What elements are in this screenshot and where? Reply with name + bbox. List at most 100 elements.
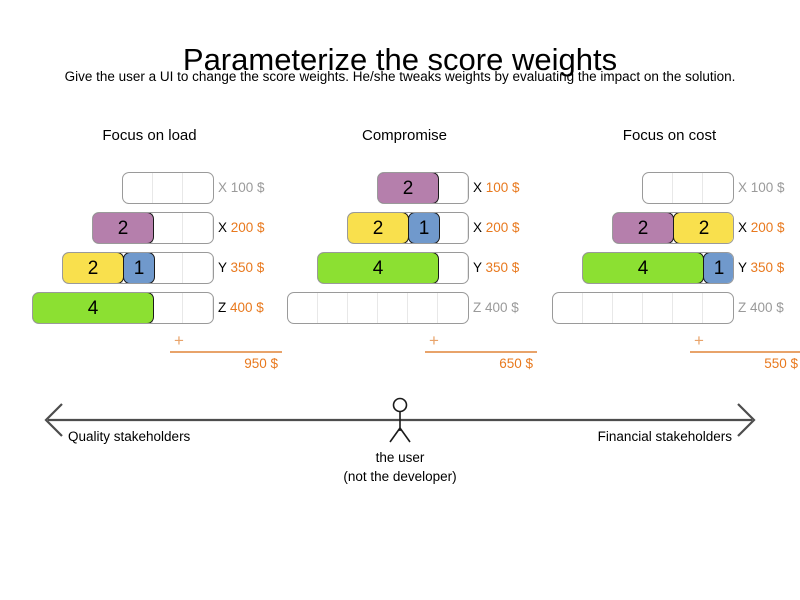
axis-arrow-icon (44, 397, 756, 443)
row-cost: 350 $ (230, 260, 265, 275)
weight-slider-cell[interactable] (153, 253, 183, 283)
weight-segment-green[interactable]: 4 (318, 253, 439, 283)
weight-slider-cell[interactable] (408, 293, 438, 323)
weight-slider-cell[interactable] (153, 213, 183, 243)
weight-slider-cell[interactable] (183, 253, 213, 283)
weight-slider-cell[interactable] (288, 293, 318, 323)
sum-plus-sign: + (174, 331, 184, 350)
weight-slider-cell[interactable] (153, 173, 183, 203)
weight-slider-cell[interactable] (438, 173, 468, 203)
row-cost: 350 $ (485, 260, 520, 275)
weight-slider-track[interactable] (552, 292, 734, 324)
row-key: X (473, 220, 483, 235)
weight-segment-purple[interactable]: 2 (378, 173, 439, 203)
row-label: X 100 $ (218, 168, 282, 208)
weight-slider-track[interactable]: 2 (377, 172, 469, 204)
row-key: Y (473, 260, 482, 275)
page-title: Parameterize the score weights (182, 41, 618, 77)
weight-segment-blue[interactable]: 1 (123, 253, 155, 283)
row-label: X 100 $ (473, 168, 537, 208)
weight-bar-area: 4 (317, 252, 469, 284)
weight-segment-green[interactable]: 4 (583, 253, 704, 283)
weight-slider-cell[interactable] (643, 293, 673, 323)
weight-segment-value: 2 (698, 217, 710, 239)
weight-segment-yellow[interactable]: 2 (348, 213, 409, 243)
weight-slider-cell[interactable] (553, 293, 583, 323)
row-cost: 200 $ (750, 220, 785, 235)
total-amount: 950 $ (244, 356, 278, 371)
actor-caption-line2: (not the developer) (343, 469, 457, 484)
weight-slider-cell[interactable] (153, 293, 183, 323)
weight-segment-blue[interactable]: 1 (703, 253, 733, 283)
weight-slider-cell[interactable] (183, 213, 213, 243)
row-cost: 100 $ (485, 180, 520, 195)
weight-segment-value: 2 (372, 217, 384, 239)
weight-segment-yellow[interactable]: 2 (63, 253, 124, 283)
row-key: X (218, 180, 228, 195)
weight-slider-track[interactable] (287, 292, 469, 324)
weight-segments: 2 (378, 173, 439, 203)
actor-caption-line1: the user (375, 450, 425, 465)
weight-segments: 2 (93, 213, 154, 243)
weight-segment-purple[interactable]: 2 (93, 213, 154, 243)
weight-slider-cell[interactable] (318, 293, 348, 323)
weight-slider-cell[interactable] (583, 293, 613, 323)
weight-segment-value: 4 (87, 297, 99, 319)
weight-slider-cell[interactable] (348, 293, 378, 323)
weight-slider-track[interactable]: 4 (32, 292, 214, 324)
weight-segment-value: 4 (637, 257, 649, 279)
row-key: Y (738, 260, 747, 275)
weight-slider-cell[interactable] (703, 293, 733, 323)
column-title: Compromise (361, 127, 448, 144)
row-label: Y 350 $ (473, 248, 537, 288)
weight-segment-green[interactable]: 4 (33, 293, 154, 323)
weight-slider-cell[interactable] (183, 293, 213, 323)
weight-slider-track[interactable]: 2 (92, 212, 214, 244)
column-total: +550 $ (690, 332, 800, 372)
weight-segment-value: 2 (402, 177, 414, 199)
weight-slider-cell[interactable] (378, 293, 408, 323)
row-key: X (738, 180, 748, 195)
weight-slider-track[interactable]: 4 (317, 252, 469, 284)
sum-plus-sign: + (429, 331, 439, 350)
weight-slider-cell[interactable] (183, 173, 213, 203)
weight-slider-cell[interactable] (703, 173, 733, 203)
weight-row: 4 Z 400 $ (17, 288, 282, 328)
weight-row: 4 Y 350 $ (272, 248, 537, 288)
row-key: Z (738, 300, 747, 315)
row-label: Z 400 $ (218, 288, 282, 328)
weight-segment-yellow[interactable]: 2 (673, 213, 733, 243)
weight-slider-cell[interactable] (613, 293, 643, 323)
weight-slider-track[interactable] (122, 172, 214, 204)
weight-bar-area (287, 292, 469, 324)
weight-slider-cell[interactable] (673, 173, 703, 203)
row-label: Z 400 $ (738, 288, 800, 328)
weight-slider-cell[interactable] (438, 253, 468, 283)
weight-slider-cell[interactable] (123, 173, 153, 203)
weight-slider-cell[interactable] (438, 293, 468, 323)
weight-slider-track[interactable] (642, 172, 734, 204)
row-label: Y 350 $ (218, 248, 282, 288)
weight-slider-cell[interactable] (673, 293, 703, 323)
row-key: Z (218, 300, 227, 315)
weight-slider-cell[interactable] (438, 213, 468, 243)
total-amount: 650 $ (499, 356, 533, 371)
weight-segment-value: 1 (713, 257, 725, 279)
weight-bar-area (552, 292, 734, 324)
weight-slider-cell[interactable] (643, 173, 673, 203)
weight-segment-purple[interactable]: 2 (613, 213, 674, 243)
actor-caption: the user (not the developer) (0, 448, 800, 486)
row-key: X (473, 180, 483, 195)
user-stick-figure-icon (389, 397, 411, 443)
weight-segment-blue[interactable]: 1 (408, 213, 440, 243)
